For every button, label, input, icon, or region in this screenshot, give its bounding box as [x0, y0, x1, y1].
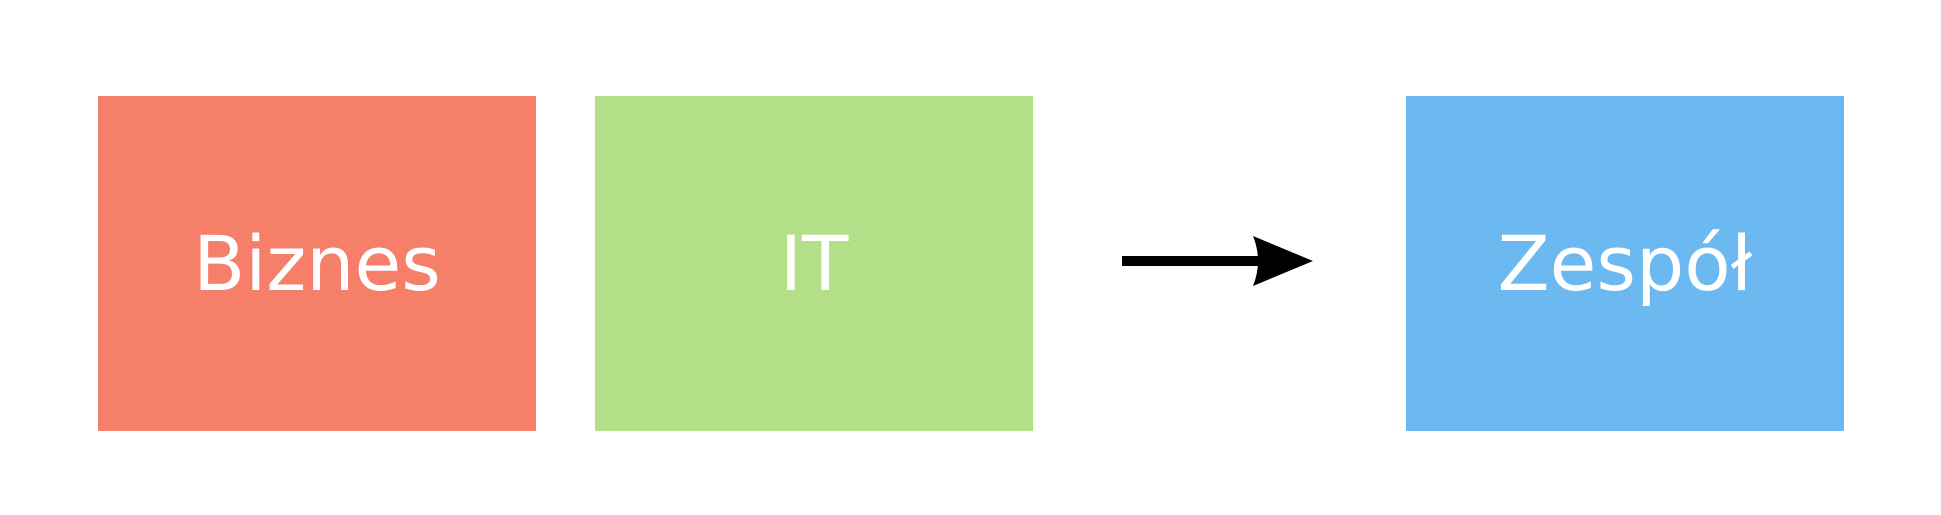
it-label: IT: [779, 218, 849, 308]
arrow-head: [1253, 236, 1313, 286]
zespol-label: Zespół: [1497, 218, 1753, 308]
it-box: IT: [595, 96, 1033, 431]
biznes-label: Biznes: [193, 218, 441, 308]
right-arrow-icon: [1122, 236, 1313, 286]
biznes-box: Biznes: [98, 96, 536, 431]
zespol-box: Zespół: [1406, 96, 1844, 431]
